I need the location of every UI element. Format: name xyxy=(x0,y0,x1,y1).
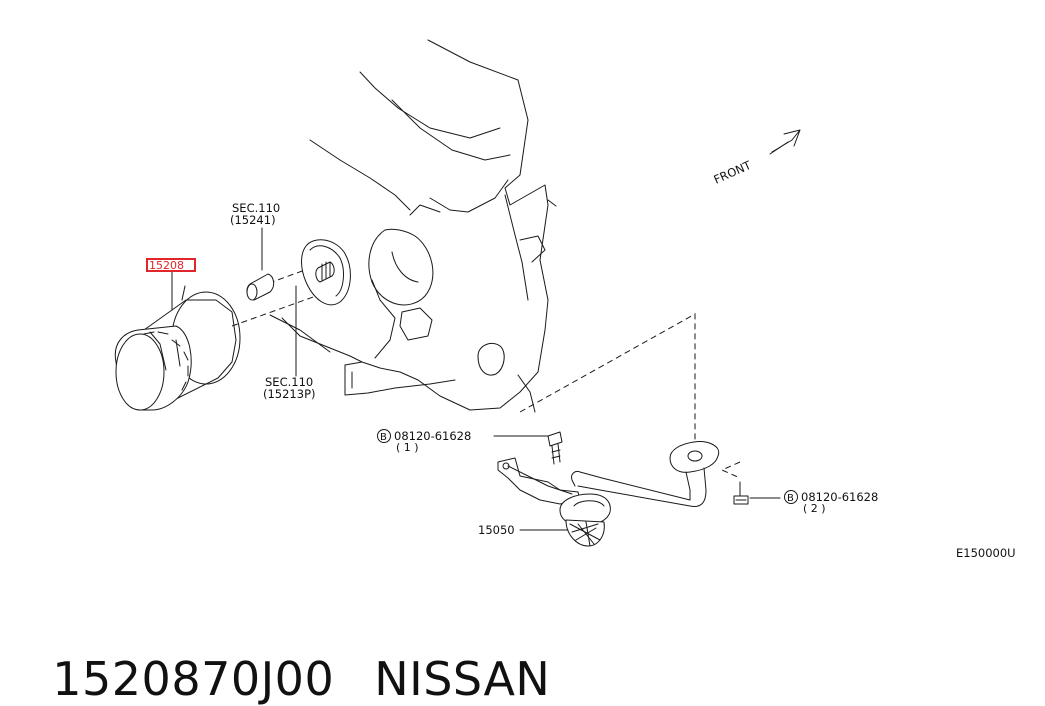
bolt-2 xyxy=(733,481,749,505)
sec-top-ref: (15241) xyxy=(230,213,276,227)
bolt2-qty: ( 2 ) xyxy=(803,502,826,515)
oil-filter-highlight[interactable] xyxy=(146,258,196,272)
sec-top-label: SEC.110 xyxy=(232,201,280,215)
part-number: 1520870J00 xyxy=(52,652,335,706)
bolt2-part[interactable]: 08120-61628 xyxy=(801,490,878,504)
bolt2-mark-circle xyxy=(784,490,798,504)
oil-strainer xyxy=(497,441,720,547)
bolt1-part[interactable]: 08120-61628 xyxy=(394,429,471,443)
brand-name: NISSAN xyxy=(374,652,551,706)
bolt1-mark: B xyxy=(380,432,387,443)
figure-code: E150000U xyxy=(956,546,1016,560)
footer-title: 1520870J00 NISSAN xyxy=(22,598,550,706)
bolt1-qty: ( 1 ) xyxy=(396,441,419,454)
strainer-callout[interactable]: 15050 xyxy=(478,523,515,537)
connector-stud xyxy=(246,273,275,301)
front-label: FRONT xyxy=(712,158,754,187)
engine-block xyxy=(269,39,557,413)
front-arrow xyxy=(769,129,801,155)
oil-cooler-gasket xyxy=(301,239,351,306)
parts-diagram: FRONT 15208 SEC.110 (15241) SEC.110 (152… xyxy=(114,39,1016,560)
sec-bottom-ref: (15213P) xyxy=(263,387,316,401)
oil-filter-callout[interactable]: 15208 xyxy=(149,259,184,272)
bolt1-mark-circle xyxy=(377,429,391,443)
oil-filter xyxy=(114,285,241,411)
bolt-1 xyxy=(547,431,563,465)
bolt2-mark: B xyxy=(787,493,794,504)
sec-bottom-label: SEC.110 xyxy=(265,375,313,389)
